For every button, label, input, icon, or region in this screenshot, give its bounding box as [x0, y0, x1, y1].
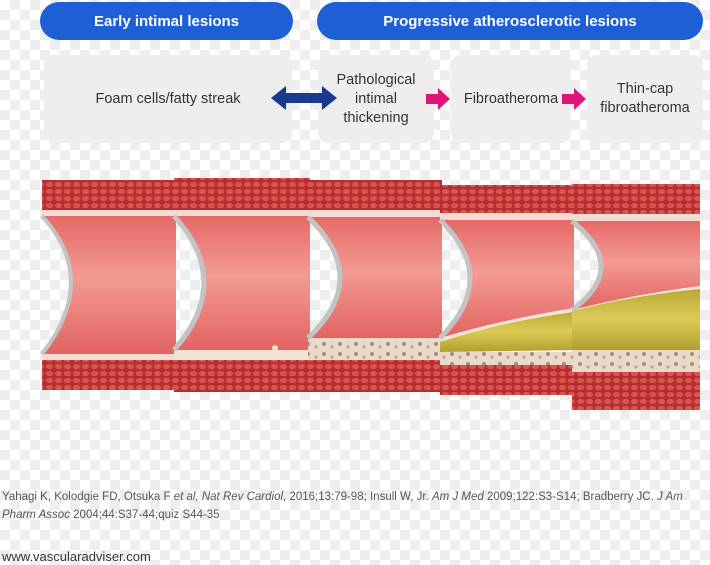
artery-segment-fatty-streak: [172, 178, 310, 392]
ref-seg5: 2009;122:S3-S14; Bradberry JC.: [483, 491, 657, 503]
right-arrow-icon: [426, 88, 450, 110]
progressive-lesions-header: Progressive atherosclerotic lesions: [317, 2, 703, 40]
double-headed-arrow-icon: [271, 86, 337, 110]
stage-pit-line2: intimal: [355, 90, 397, 107]
artery-segment-foam-cells: [40, 180, 176, 390]
ref-seg7: 2004;44:S37-44;quiz S44-35: [69, 509, 220, 521]
stage-pit-line3: thickening: [343, 109, 409, 126]
artery-segment-thin-cap-fibroatheroma: [570, 184, 701, 410]
artery-segment-fibroatheroma: [438, 185, 575, 395]
stage-thin-cap-fibroatheroma: Thin-cap fibroatheroma: [587, 55, 703, 143]
right-arrow-icon: [562, 88, 586, 110]
stage-fibroatheroma: Fibroatheroma: [451, 55, 571, 143]
stage-tcfa-line2: fibroatheroma: [600, 100, 690, 116]
stage-foam-cells-label: Foam cells/fatty streak: [95, 90, 241, 107]
progressive-lesions-label: Progressive atherosclerotic lesions: [383, 12, 637, 30]
ref-seg3: , 2016;13:79-98; Insull W, Jr.: [283, 491, 432, 503]
stage-tcfa-line1: Thin-cap: [616, 81, 674, 97]
reference-citation: Yahagi K, Kolodgie FD, Otsuka F et al, N…: [2, 488, 707, 524]
stage-pathological-intimal-thickening: Pathological intimal thickening: [318, 55, 434, 143]
stage-foam-cells: Foam cells/fatty streak: [44, 55, 292, 143]
stage-pit-line1: Pathological: [336, 71, 416, 88]
early-lesions-header: Early intimal lesions: [40, 2, 293, 40]
ref-seg4: Am J Med: [431, 491, 484, 503]
artery-segment-pathological-intimal-thickening: [306, 180, 442, 392]
stage-fibroatheroma-label: Fibroatheroma: [463, 90, 559, 107]
ref-seg2: et al, Nat Rev Cardiol: [173, 491, 284, 503]
ref-seg1: Yahagi K, Kolodgie FD, Otsuka F: [2, 491, 174, 503]
early-lesions-label: Early intimal lesions: [93, 12, 240, 30]
website-url: www.vascularadviser.com: [2, 549, 151, 564]
ref-seg6: J Am Pharm Assoc: [2, 491, 683, 521]
artery-cross-section-illustration: [40, 178, 701, 410]
